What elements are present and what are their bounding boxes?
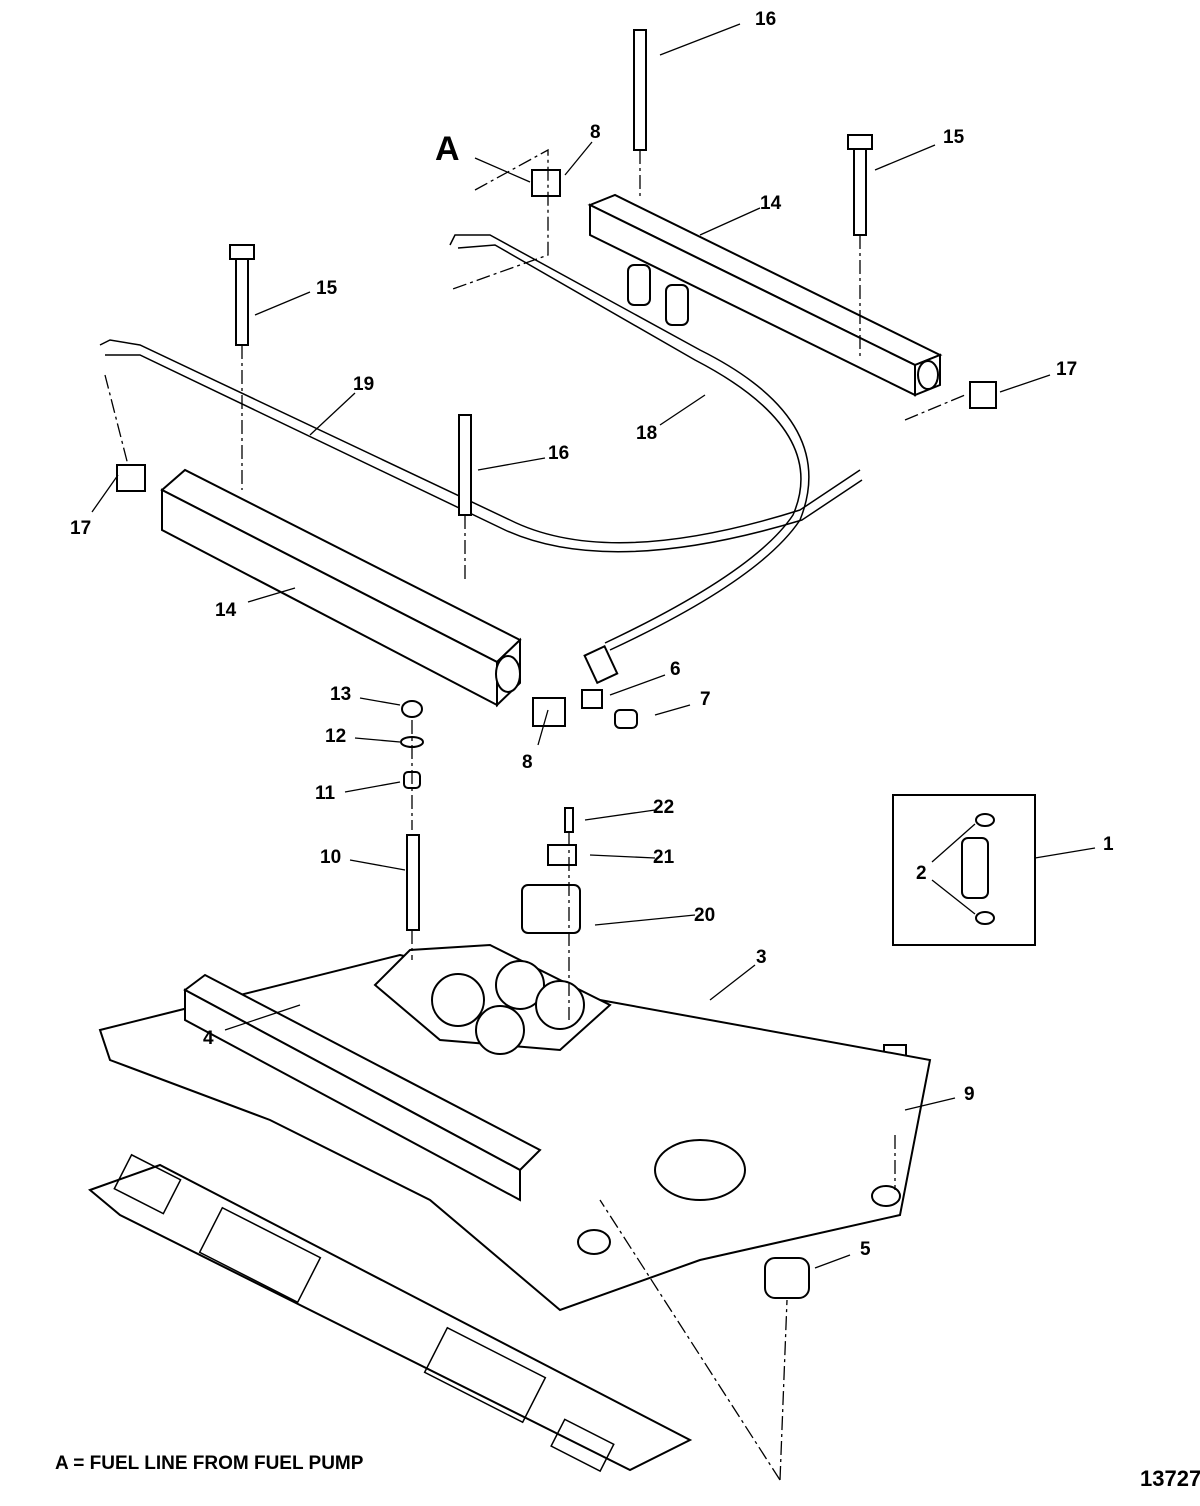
figure-number: 13727 (1140, 1466, 1200, 1491)
clip-21 (547, 844, 577, 866)
callout-2: 2 (916, 863, 927, 884)
callout-12: 12 (325, 726, 346, 747)
callout-1: 1 (1103, 834, 1114, 855)
callout-4: 4 (203, 1028, 214, 1049)
callout-5: 5 (860, 1239, 871, 1260)
callout-22: 22 (653, 797, 674, 818)
callout-14-left: 14 (215, 600, 237, 621)
o-ring-top (975, 813, 995, 827)
callout-14-top: 14 (760, 193, 782, 214)
bolt-15-left (235, 254, 249, 346)
fuel-line-18 (449, 234, 810, 651)
gasket (88, 1153, 693, 1473)
callout-6: 6 (670, 659, 681, 680)
leader-lines (91, 23, 1096, 1269)
callout-16-mid: 16 (548, 443, 569, 464)
callout-8-top: 8 (590, 122, 601, 143)
callout-19: 19 (353, 374, 374, 395)
callout-18: 18 (636, 423, 657, 444)
callout-8-bottom: 8 (522, 752, 533, 773)
fuel-rail-right (587, 193, 943, 397)
fuel-rail-left (160, 468, 522, 708)
bolt-15-right (853, 144, 867, 236)
callout-10: 10 (320, 847, 341, 868)
o-ring-bottom (975, 911, 995, 925)
intake-manifold (98, 943, 932, 1312)
sensor-20 (521, 884, 581, 934)
callout-11: 11 (315, 783, 336, 804)
callout-16-top: 16 (755, 9, 776, 30)
callout-20: 20 (694, 905, 715, 926)
callout-15-left: 15 (316, 278, 338, 299)
callout-9: 9 (964, 1084, 975, 1105)
stud-16-mid (458, 414, 472, 516)
stud-10 (406, 834, 420, 931)
callout-15-right: 15 (943, 127, 965, 148)
callout-3: 3 (756, 947, 767, 968)
screw-22 (564, 807, 574, 833)
fuel-line-19 (99, 339, 861, 544)
fitting-8-top (531, 169, 561, 197)
callout-13: 13 (330, 684, 351, 705)
stud-16-top (633, 29, 647, 151)
callout-17-right: 17 (1056, 359, 1077, 380)
callout-A: A (435, 130, 460, 168)
nut-13 (401, 700, 423, 718)
callout-7: 7 (700, 689, 711, 710)
legend-note: A = FUEL LINE FROM FUEL PUMP (55, 1453, 364, 1474)
plug-5 (764, 1257, 810, 1299)
injector (961, 837, 989, 899)
callout-21: 21 (653, 847, 675, 868)
callout-17-left: 17 (70, 518, 91, 539)
fitting-8-bottom (532, 697, 566, 727)
